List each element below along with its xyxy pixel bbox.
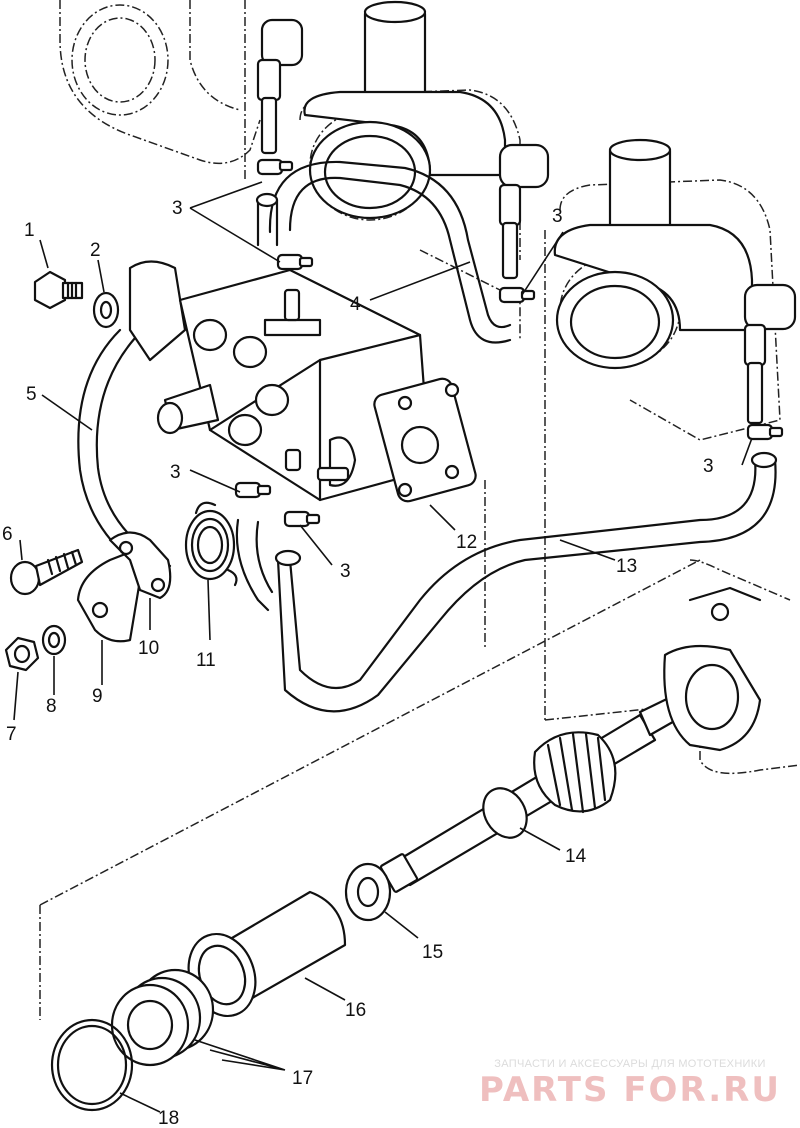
callout-10: 10 — [138, 638, 159, 659]
oil-pump-body — [128, 260, 477, 503]
clamp-top-left — [256, 158, 294, 176]
washer-8 — [41, 624, 67, 656]
callout-1: 1 — [24, 220, 35, 241]
callout-3c: 3 — [703, 456, 714, 477]
hose-lower-stub — [235, 518, 274, 612]
callout-7: 7 — [6, 724, 17, 745]
clamp-lower-left — [234, 481, 272, 499]
ghost-cylinder-left — [59, 0, 261, 180]
spring-11 — [184, 501, 238, 587]
nut-7 — [4, 636, 40, 672]
intake-manifold-right — [553, 138, 754, 370]
bolt-1 — [33, 270, 84, 310]
drive-shaft-14 — [379, 693, 687, 893]
callout-2: 2 — [90, 240, 101, 261]
callout-12: 12 — [456, 532, 477, 553]
callout-5: 5 — [26, 384, 37, 405]
callout-17: 17 — [292, 1068, 313, 1089]
leader-lines — [13, 181, 753, 1113]
ghost-crankcase-right — [39, 480, 800, 1020]
intake-manifold-middle — [303, 0, 507, 220]
watermark-caption: ЗАПЧАСТИ И АКСЕССУАРЫ ДЛЯ МОТОТЕХНИКИ — [494, 1058, 766, 1070]
hose-13 — [274, 451, 778, 713]
fitting-top-right — [743, 283, 797, 425]
retaining-ring-18 — [50, 1018, 134, 1112]
screw-6 — [9, 548, 84, 596]
callout-9: 9 — [92, 686, 103, 707]
callout-15: 15 — [422, 942, 443, 963]
clamp-right — [746, 423, 784, 441]
callout-labels: 1 2 3 3 3 3 3 4 5 6 7 8 9 10 11 12 13 14… — [2, 198, 714, 1128]
callout-3d: 3 — [170, 462, 181, 483]
callout-4: 4 — [350, 294, 361, 315]
callout-18: 18 — [158, 1108, 179, 1128]
clamp-mid-right — [498, 286, 536, 304]
callout-16: 16 — [345, 1000, 366, 1021]
callout-6: 6 — [2, 524, 13, 545]
callout-14: 14 — [565, 846, 587, 867]
hose-4 — [268, 160, 512, 344]
washer-15 — [344, 862, 392, 922]
callout-3a: 3 — [172, 198, 183, 219]
clamp-mid-left — [276, 253, 314, 271]
clamp-lower-mid — [283, 510, 321, 528]
lever-plate-10 — [108, 531, 172, 600]
hose-clamps — [234, 158, 784, 528]
seal-stack-17 — [110, 968, 215, 1067]
washer-2 — [92, 291, 120, 329]
hose-upper-left-stub — [255, 192, 279, 247]
callout-3e: 3 — [340, 561, 351, 582]
watermark: ЗАПЧАСТИ И АКСЕССУАРЫ ДЛЯ МОТОТЕХНИКИ PA… — [470, 1058, 790, 1110]
watermark-brand-logo: PARTS FOR.RU — [479, 1070, 781, 1110]
callout-11: 11 — [196, 650, 216, 671]
fitting-top-middle — [498, 143, 550, 280]
callout-3b: 3 — [552, 206, 563, 227]
fitting-top-left — [256, 18, 304, 155]
housing-gasket — [663, 586, 762, 752]
callout-13: 13 — [616, 556, 637, 577]
callout-8: 8 — [46, 696, 57, 717]
